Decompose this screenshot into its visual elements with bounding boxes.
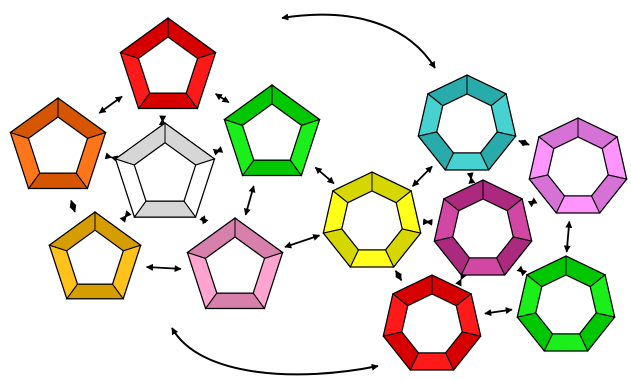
node-red-bottom xyxy=(382,274,482,371)
node-inner-yellow-middle xyxy=(341,190,403,251)
node-pink-bottom xyxy=(186,217,284,310)
node-gold-bottom-left xyxy=(48,211,142,300)
double-arrow-white-center-pink-bottom xyxy=(199,215,209,225)
double-arrow-white-center-green-top xyxy=(212,146,224,156)
node-inner-red-bottom xyxy=(401,293,463,354)
node-green-bottom-right xyxy=(516,255,616,352)
double-arrow-orange-left-gold-bottom-left xyxy=(69,199,77,213)
nodes-layer xyxy=(9,17,628,371)
double-arrow-red-top-green-top xyxy=(215,93,230,104)
double-arrow-yellow-middle-cyan-top-right xyxy=(411,165,433,187)
double-arrow-yellow-middle-red-bottom xyxy=(394,270,403,282)
node-inner-violet-right xyxy=(547,136,609,197)
node-green-top xyxy=(223,84,321,177)
node-inner-pink-bottom xyxy=(204,236,266,294)
bottom-curved-arrow xyxy=(171,327,379,376)
node-inner-magenta-center xyxy=(452,198,514,259)
double-arrow-white-center-gold-bottom-left xyxy=(119,210,132,223)
double-arrow-violet-right-green-bottom-right xyxy=(563,220,573,253)
double-arrow-pink-bottom-yellow-middle xyxy=(284,234,321,249)
curved-arrows-layer xyxy=(171,13,436,376)
node-cyan-top-right xyxy=(417,74,517,171)
double-arrow-cyan-top-right-violet-right xyxy=(518,139,530,147)
node-white-center xyxy=(114,122,216,219)
node-inner-green-bottom-right xyxy=(535,274,597,335)
node-red-top xyxy=(119,17,217,110)
node-inner-green-top xyxy=(241,103,303,161)
double-arrow-red-bottom-green-bottom-right xyxy=(484,307,513,317)
node-inner-orange-left xyxy=(27,116,89,174)
double-arrow-green-top-yellow-middle xyxy=(314,166,335,185)
top-curved-arrow xyxy=(281,13,436,69)
double-arrow-green-top-pink-bottom xyxy=(243,185,256,216)
node-yellow-middle xyxy=(322,171,422,268)
node-inner-cyan-top-right xyxy=(436,93,498,154)
node-inner-white-center xyxy=(133,142,197,202)
double-arrow-red-top-orange-left xyxy=(98,95,123,114)
node-magenta-center xyxy=(433,179,533,276)
links-layer xyxy=(69,93,573,317)
double-arrow-magenta-center-green-bottom-right xyxy=(516,265,528,277)
node-inner-red-top xyxy=(137,36,199,94)
node-orange-left xyxy=(9,97,107,190)
double-arrow-gold-bottom-left-pink-bottom xyxy=(146,263,182,273)
node-violet-right xyxy=(528,117,628,214)
double-arrow-violet-right-magenta-center xyxy=(527,197,538,208)
node-inner-gold-bottom-left xyxy=(65,229,125,285)
